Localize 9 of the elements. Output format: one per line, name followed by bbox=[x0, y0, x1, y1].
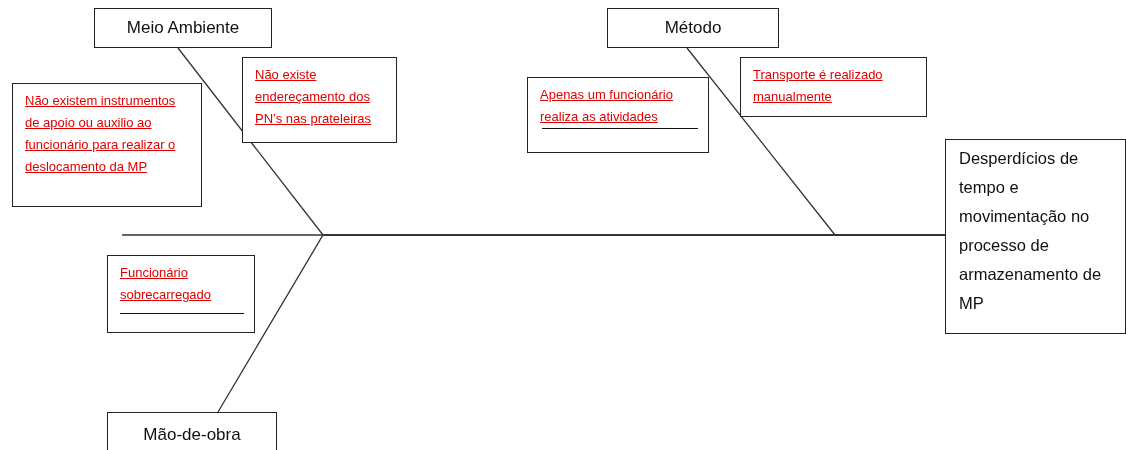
category-box: Meio Ambiente bbox=[94, 8, 272, 48]
cause-box: Transporte é realizado manualmente bbox=[740, 57, 927, 117]
cause-box: Apenas um funcionário realiza as atividades bbox=[527, 77, 709, 153]
category-box: Mão-de-obra bbox=[107, 412, 277, 450]
cause-box: Funcionário sobrecarregado bbox=[107, 255, 255, 333]
category-box: Método bbox=[607, 8, 779, 48]
cause-box: Não existem instrumentos de apoio ou auxilio ao funcionário para realizar o deslocamento da MP bbox=[12, 83, 202, 207]
cause-box: Não existe endereçamento dos PN’s nas prateleiras bbox=[242, 57, 397, 143]
effect-box: Desperdícios de tempo e movimentação no processo de armazenamento de MP bbox=[945, 139, 1126, 334]
